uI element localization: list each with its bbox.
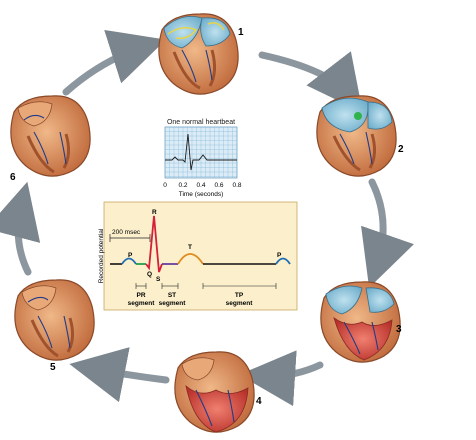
qrs-complex — [145, 215, 163, 273]
segment-tp-sub: segment — [226, 300, 254, 307]
cycle-arrows — [0, 29, 414, 407]
segment-brackets — [135, 283, 277, 289]
label-r: R — [152, 209, 157, 216]
heart-stage-4 — [174, 351, 255, 433]
segment-st-sub: segment — [159, 300, 187, 307]
ecg-detail-panel — [103, 201, 298, 311]
stage-label-3: 3 — [396, 324, 402, 335]
heart-stage-6 — [10, 95, 91, 177]
label-q: Q — [147, 271, 152, 278]
ecg-detail-ylabel: Recorded potential — [98, 228, 105, 283]
arrow-6-to-1 — [62, 29, 167, 96]
arrow-2-to-3 — [361, 178, 414, 288]
segment-tp: TP — [235, 292, 244, 299]
stage-label-5: 5 — [50, 362, 56, 373]
heart-stage-5 — [14, 279, 95, 361]
stage-label-4: 4 — [256, 396, 262, 407]
ecg-tick-0: 0 — [163, 182, 167, 189]
ecg-tick-4: 0.8 — [232, 182, 241, 189]
heart-stage-1 — [158, 13, 239, 95]
p-wave — [121, 257, 137, 265]
arrow-5-to-6 — [0, 181, 41, 276]
ecg-thumbnail-trace — [165, 133, 237, 171]
segment-pr-sub: segment — [128, 300, 156, 307]
t-wave — [177, 253, 204, 265]
ecg-tick-2: 0.4 — [196, 182, 205, 189]
arrow-3-to-4 — [239, 350, 324, 407]
stage-label-1: 1 — [238, 27, 244, 38]
stage-label-6: 6 — [10, 172, 16, 183]
ecg-thumbnail-grid — [164, 126, 238, 178]
ecg-thumbnail-xlabel: Time (seconds) — [179, 191, 224, 198]
heart-stage-3 — [320, 281, 401, 363]
arrow-4-to-5 — [69, 347, 170, 403]
ecg-thumbnail-title: One normal heartbeat — [167, 119, 235, 126]
heart-stage-2 — [316, 95, 397, 177]
stage-label-2: 2 — [398, 144, 404, 155]
label-s: S — [156, 276, 161, 283]
p-wave-next — [275, 257, 291, 265]
label-p-next: P — [277, 252, 282, 259]
label-p: P — [128, 252, 133, 259]
ecg-detail: Recorded potential 200 msec P R Q S T P … — [98, 201, 298, 311]
scale-bar-label: 200 msec — [112, 229, 141, 236]
segment-pr: PR — [136, 292, 145, 299]
ecg-tick-1: 0.2 — [178, 182, 187, 189]
label-t: T — [188, 244, 192, 251]
arrow-1-to-2 — [258, 51, 363, 113]
ecg-tick-3: 0.6 — [214, 182, 223, 189]
ecg-thumbnail: One normal heartbeat 0 0.2 0.4 0.6 0.8 T… — [163, 119, 242, 198]
segment-st: ST — [168, 292, 176, 299]
